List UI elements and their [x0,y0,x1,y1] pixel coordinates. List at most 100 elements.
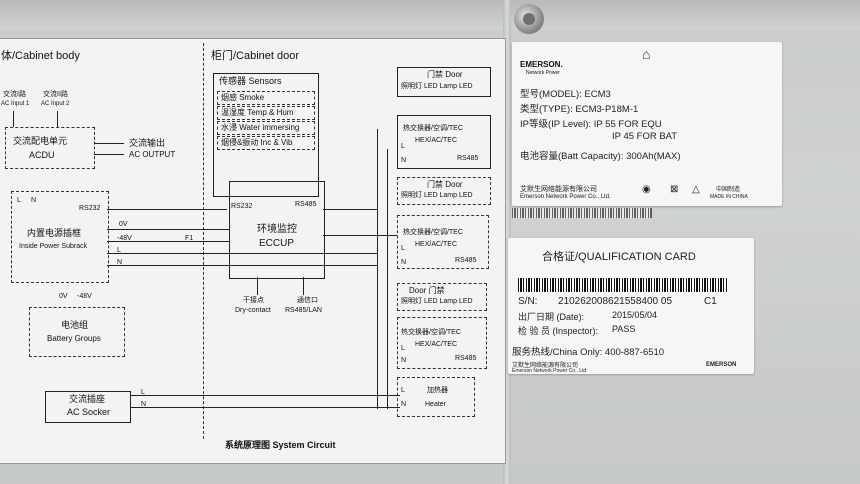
ac-socket-en: AC Socker [67,407,111,417]
bus-wire [377,129,378,409]
wire [94,154,124,155]
emerson-logo-icon: ⌂ [642,46,651,62]
cabinet-body-title: 体/Cabinet body [1,50,80,62]
sensors-title: 传感器 Sensors [219,76,282,86]
qual-date-value: 2015/05/04 [612,310,658,320]
socket-l: L [141,389,145,396]
wire [107,241,229,242]
cabinet-top-edge [0,0,860,30]
wire [107,209,227,210]
socket-n: N [141,401,147,408]
nameplate-company-cn: 艾默生网络能源有限公司 [520,186,597,193]
system-circuit-diagram: 体/Cabinet body 柜门/Cabinet door 交流I路 AC I… [0,38,506,464]
door3-box [397,283,487,311]
sensor-item [217,91,315,105]
hex3-en: HEX/AC/TEC [415,341,458,348]
cert-mark-icon: ◉ [642,184,651,195]
sensor-temp-hum: 温湿度 Temp & Hum [221,108,294,117]
bus-wire [387,149,388,409]
sensors-box [213,73,319,197]
ac-input-2-en: AC Input 2 [41,101,70,107]
wire [303,277,304,295]
qual-sn-suffix: C1 [704,296,717,307]
acdu-en: ACDU [29,150,55,160]
eccup-rs232: RS232 [231,203,253,210]
ac-input-2-cn: 交流II路 [43,91,68,98]
door1-box [397,67,491,97]
battery-cn: 电池组 [61,320,89,330]
door3-led: 照明灯 LED Lamp LED [401,298,473,305]
qual-inspector-label: 检 验 员 (Inspector): [518,326,599,336]
subrack-rs232: RS232 [79,205,101,212]
wire [107,253,377,254]
qual-logo: EMERSON [706,362,737,368]
subrack-l: L [117,247,121,254]
hex1-en: HEX/AC/TEC [415,137,458,144]
door1-title: 门禁 Door [427,70,463,79]
sensor-smoke: 烟感 Smoke [221,93,265,102]
hex1-cn: 热交换器/空调/TEC [403,125,463,132]
wire [107,229,229,230]
made-in-cn: 中国制造 [716,187,741,193]
heater-cn: 加热器 [427,387,448,394]
ac-input-1-cn: 交流I路 [3,91,26,98]
eccup-en: ECCUP [259,238,295,249]
cabinet-seam [503,0,511,484]
sensor-water: 水浸 Water immersing [221,123,300,132]
qual-date-label: 出厂日期 (Date): [518,312,585,322]
nameplate-barcode [512,208,652,218]
hex2-box [397,215,489,269]
nameplate-label: ⌂ EMERSON. Network Power 型号(MODEL): ECM3… [512,42,782,206]
nameplate-brand-sub: Network Power [526,70,560,76]
qual-title: 合格证/QUALIFICATION CARD [542,251,696,263]
door1-led: 照明灯 LED Lamp LED [401,83,473,90]
heater-en: Heater [425,401,447,408]
power-subrack-en: Inside Power Subrack [19,243,88,250]
qual-barcode [518,278,728,292]
cabinet-door-title: 柜门/Cabinet door [211,50,300,62]
comm-port-cn: 通信口 [297,297,318,304]
sensor-item [217,136,315,150]
wire [107,265,377,266]
hex2-rs485: RS485 [455,257,477,264]
power-subrack-cn: 内置电源插框 [27,228,82,238]
eccup-rs485: RS485 [295,201,317,208]
wire [13,111,14,127]
hex1-l: L [401,143,405,150]
heater-box [397,377,475,417]
battery-en: Battery Groups [47,334,101,343]
ac-input-1-en: AC Input 1 [1,101,30,107]
hex3-l: L [401,345,405,352]
nameplate-type: 类型(TYPE): ECM3-P18M-1 [520,104,639,115]
diagram-footer: 系统原理图 System Circuit [225,440,336,450]
ac-output-cn: 交流输出 [129,138,166,148]
battery-v48: -48V [77,293,92,300]
qual-company-cn: 艾默生网络能源有限公司 [512,363,579,369]
hex2-en: HEX/AC/TEC [415,241,458,248]
acdu-cn: 交流配电单元 [13,136,68,146]
wire [130,407,400,408]
nameplate-company-en: Emerson Network Power Co., Ltd. [520,194,611,200]
hex3-box [397,317,487,369]
wire [94,143,124,144]
eccup-box [229,181,325,279]
ac-socket-cn: 交流插座 [69,394,106,404]
v48-label: -48V [117,235,132,242]
qual-hotline: 服务热线/China Only: 400-887-6510 [512,347,665,358]
acdu-n: N [31,197,37,204]
sensor-item [217,121,315,135]
recycle-bin-icon: ⊠ [670,184,679,195]
door2-box [397,177,491,205]
nameplate-model: 型号(MODEL): ECM3 [520,89,611,100]
ac-output-en: AC OUTPUT [129,150,176,159]
subrack-n: N [117,259,123,266]
hex2-cn: 热交换器/空调/TEC [403,229,463,236]
wire [323,209,377,210]
door2-led: 照明灯 LED Lamp LED [401,192,473,199]
hex3-cn: 热交换器/空调/TEC [401,329,461,336]
battery-v0: 0V [59,293,68,300]
qualification-card: 合格证/QUALIFICATION CARD S/N: 210262008621… [508,238,754,374]
heater-n: N [401,401,407,408]
fuse-f1: F1 [185,235,194,242]
battery-box [29,307,125,357]
